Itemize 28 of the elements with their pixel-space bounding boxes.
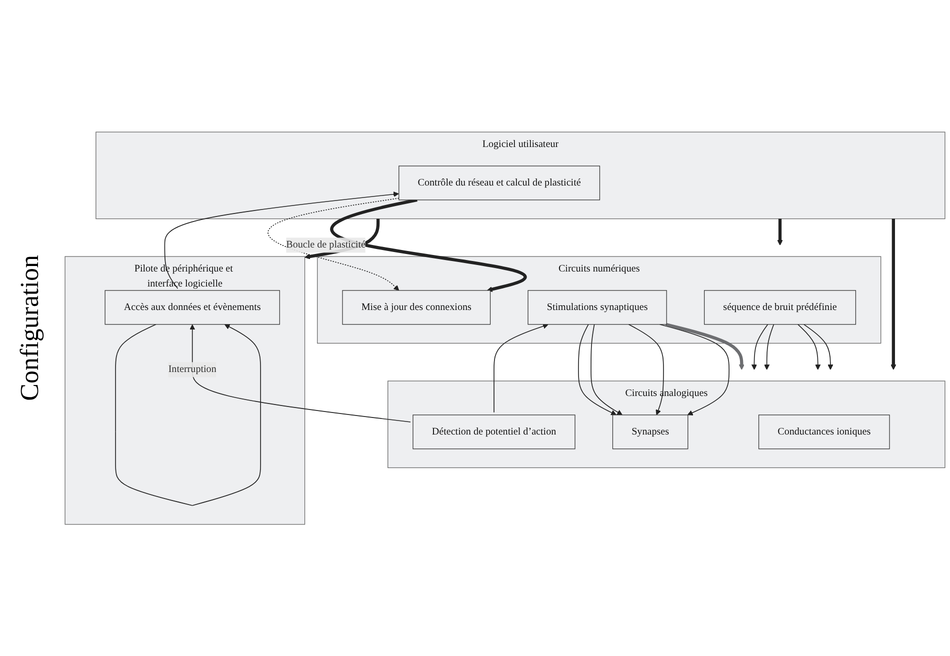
node-box: Contrôle du réseau et calcul de plasticité	[398, 165, 600, 200]
arrow	[798, 324, 821, 370]
node-box: Synapses	[612, 414, 688, 449]
node-box: Accès aux données et évènements	[104, 290, 280, 324]
arrow	[590, 324, 622, 415]
arrow	[777, 218, 783, 246]
node-box: Stimulations synaptiques	[528, 290, 667, 324]
node-box: Mise à jour des connexions	[342, 290, 491, 324]
edge-label: Boucle de plasticité	[286, 239, 366, 250]
arrow	[164, 191, 399, 289]
side-label: Configuration	[15, 255, 45, 401]
edge-label: Interruption	[168, 364, 216, 374]
arrow	[659, 324, 730, 416]
arrow	[190, 324, 411, 422]
arrow	[665, 322, 744, 370]
arrow	[751, 324, 768, 370]
arrow	[115, 324, 261, 506]
arrow	[764, 324, 774, 370]
arrow	[628, 324, 664, 415]
arrow	[268, 198, 400, 290]
node-box: Détection de potentiel d’action	[412, 414, 576, 449]
arrow	[890, 218, 896, 370]
node-box: Conductances ioniques	[758, 414, 890, 449]
arrow	[494, 323, 548, 413]
arrow	[330, 198, 526, 292]
arrow	[578, 324, 617, 415]
node-box: séquence de bruit prédéfinie	[704, 290, 856, 324]
arrow	[803, 324, 834, 370]
